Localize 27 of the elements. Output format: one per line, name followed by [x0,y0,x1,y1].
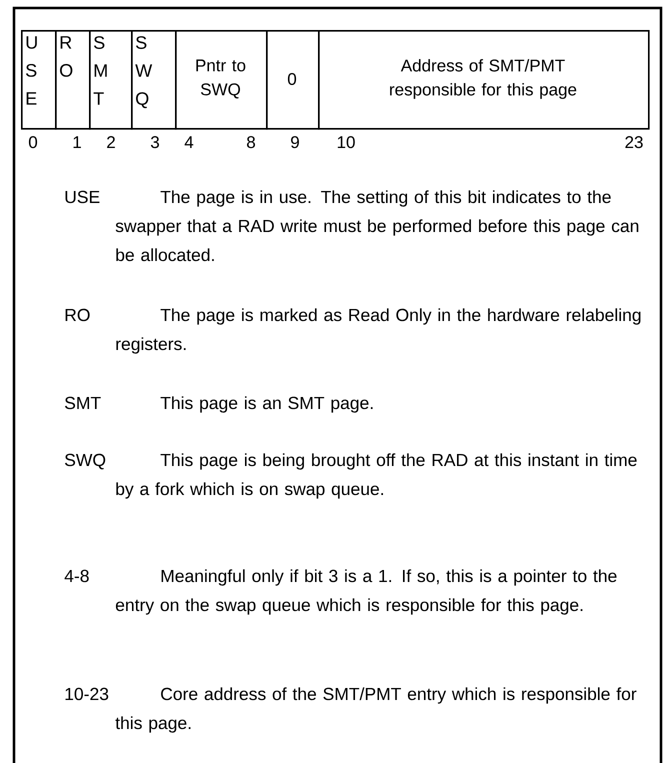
field-name: USE [66,190,100,204]
bit-number: 1 [74,136,81,148]
bit-number: 2 [107,136,115,148]
bit-field: 0 [266,30,320,130]
field-name: 4-8 [64,570,89,582]
bit-field: S M T [89,30,133,130]
bit-field: Address of SMT/PMT responsible for this page [318,30,650,130]
bit-field: U S E [21,30,57,130]
bit-number: 3 [150,136,159,148]
field-description: The page is marked as Read Only in the hardware relabeling registers. [116,308,640,354]
bit-number: 4 [184,136,194,148]
bit-field: R O [55,30,91,130]
field-name: 10-23 [66,688,108,700]
field-name: RO [66,308,90,322]
field-description: The page is in use. The setting of this bit indicates to the swapper that a RAD write must be performed before this page can be allocated. [116,190,638,262]
field-description: This page is being brought off the RAD at this instant in time by a fork which is on swap queue. [116,453,637,499]
bit-field: S W Q [131,30,177,130]
bit-number: 0 [28,136,38,148]
field-description: Core address of the SMT/PMT entry which is responsible for this page. [115,687,636,733]
bit-number: 9 [291,136,299,148]
field-name: SMT [65,396,101,410]
field-name: SWQ [65,454,106,470]
field-description: This page is an SMT page. [160,396,373,413]
bit-number: 10 [338,136,355,148]
field-description: Meaningful only if bit 3 is a 1. If so, this is a pointer to the entry on the swap queue which is responsible for this page. [116,569,617,615]
bit-field: Pntr to SWQ [175,30,268,130]
bit-number: 8 [247,136,255,148]
